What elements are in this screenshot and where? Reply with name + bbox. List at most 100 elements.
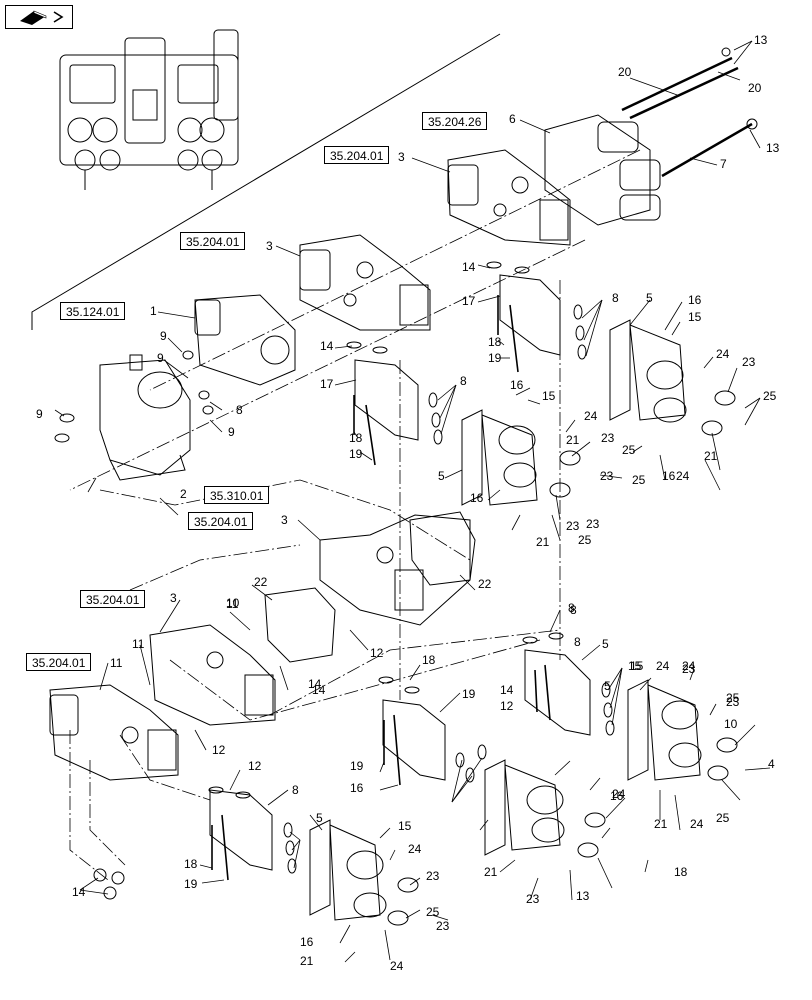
callout-18[interactable]: 18 xyxy=(184,857,198,871)
callout-14[interactable]: 14 xyxy=(72,885,86,899)
callout-24[interactable]: 24 xyxy=(612,787,626,801)
callout-15[interactable]: 15 xyxy=(628,659,642,673)
callout-15[interactable]: 15 xyxy=(542,389,556,403)
callout-6[interactable]: 6 xyxy=(509,112,516,126)
callout-18[interactable]: 18 xyxy=(349,431,363,445)
callout-1[interactable]: 1 xyxy=(150,304,157,318)
callout-13[interactable]: 13 xyxy=(576,889,590,903)
callout-8[interactable]: 8 xyxy=(568,601,575,615)
callout-13[interactable]: 13 xyxy=(766,141,780,155)
callout-3[interactable]: 3 xyxy=(398,150,405,164)
callout-21[interactable]: 21 xyxy=(704,449,718,463)
callout-9[interactable]: 9 xyxy=(36,407,43,421)
ref-35-204-01-e[interactable]: 35.204.01 xyxy=(26,653,92,671)
callout-23[interactable]: 23 xyxy=(601,431,615,445)
callout-21[interactable]: 21 xyxy=(536,535,550,549)
callout-2[interactable]: 2 xyxy=(180,487,187,501)
callout-15[interactable]: 15 xyxy=(688,310,702,324)
callout-24[interactable]: 24 xyxy=(408,842,422,856)
callout-5[interactable]: 5 xyxy=(602,637,609,651)
callout-25[interactable]: 25 xyxy=(632,473,646,487)
callout-19[interactable]: 19 xyxy=(462,687,476,701)
callout-16[interactable]: 16 xyxy=(610,789,624,803)
callout-20[interactable]: 20 xyxy=(748,81,762,95)
callout-24[interactable]: 24 xyxy=(584,409,598,423)
callout-19[interactable]: 19 xyxy=(350,759,364,773)
callout-16[interactable]: 16 xyxy=(350,781,364,795)
callout-21[interactable]: 21 xyxy=(300,954,314,968)
callout-17[interactable]: 17 xyxy=(462,294,476,308)
callout-11[interactable]: 11 xyxy=(132,637,145,651)
callout-25[interactable]: 25 xyxy=(426,905,440,919)
callout-23[interactable]: 23 xyxy=(526,892,540,906)
callout-25[interactable]: 25 xyxy=(726,691,740,705)
callout-12[interactable]: 12 xyxy=(370,646,384,660)
callout-24[interactable]: 24 xyxy=(656,659,670,673)
callout-10[interactable]: 10 xyxy=(226,596,240,610)
ref-35-310-01[interactable]: 35.310.01 xyxy=(204,486,270,504)
callout-14[interactable]: 14 xyxy=(462,260,476,274)
callout-21[interactable]: 21 xyxy=(654,817,668,831)
callout-16[interactable]: 16 xyxy=(688,293,702,307)
callout-23[interactable]: 23 xyxy=(586,517,600,531)
callout-14[interactable]: 14 xyxy=(500,683,514,697)
callout-23[interactable]: 23 xyxy=(682,662,696,676)
callout-9[interactable]: 9 xyxy=(160,329,167,343)
callout-16[interactable]: 16 xyxy=(510,378,524,392)
callout-23[interactable]: 23 xyxy=(436,919,450,933)
callout-11[interactable]: 11 xyxy=(110,656,123,670)
ref-35-204-26[interactable]: 35.204.26 xyxy=(422,112,488,130)
callout-5[interactable]: 5 xyxy=(438,469,445,483)
callout-23[interactable]: 23 xyxy=(600,469,614,483)
callout-20[interactable]: 20 xyxy=(618,65,632,79)
callout-7[interactable]: 7 xyxy=(720,157,727,171)
ref-35-124-01[interactable]: 35.124.01 xyxy=(60,302,126,320)
callout-21[interactable]: 21 xyxy=(566,433,580,447)
callout-16[interactable]: 16 xyxy=(470,491,484,505)
callout-23[interactable]: 23 xyxy=(566,519,580,533)
ref-35-204-01-a[interactable]: 35.204.01 xyxy=(324,146,390,164)
book-arrow-icon[interactable] xyxy=(5,5,73,29)
callout-14[interactable]: 14 xyxy=(308,677,322,691)
callout-5[interactable]: 5 xyxy=(646,291,653,305)
ref-35-204-01-d[interactable]: 35.204.01 xyxy=(80,590,146,608)
callout-18[interactable]: 18 xyxy=(488,335,502,349)
callout-25[interactable]: 25 xyxy=(716,811,730,825)
callout-21[interactable]: 21 xyxy=(484,865,498,879)
callout-8[interactable]: 8 xyxy=(236,403,243,417)
callout-10[interactable]: 10 xyxy=(724,717,738,731)
callout-14[interactable]: 14 xyxy=(312,683,326,697)
callout-24[interactable]: 24 xyxy=(676,469,690,483)
callout-23[interactable]: 23 xyxy=(742,355,756,369)
callout-8[interactable]: 8 xyxy=(570,603,577,617)
callout-3[interactable]: 3 xyxy=(266,239,273,253)
callout-5[interactable]: 5 xyxy=(316,811,323,825)
callout-25[interactable]: 25 xyxy=(763,389,777,403)
callout-25[interactable]: 25 xyxy=(578,533,592,547)
callout-8[interactable]: 8 xyxy=(574,635,581,649)
callout-24[interactable]: 24 xyxy=(716,347,730,361)
callout-4[interactable]: 4 xyxy=(768,757,775,771)
ref-35-204-01-c[interactable]: 35.204.01 xyxy=(188,512,254,530)
callout-9[interactable]: 9 xyxy=(228,425,235,439)
callout-22[interactable]: 22 xyxy=(478,577,492,591)
callout-18[interactable]: 18 xyxy=(422,653,436,667)
callout-18[interactable]: 18 xyxy=(674,865,688,879)
callout-15[interactable]: 15 xyxy=(398,819,412,833)
callout-8[interactable]: 8 xyxy=(612,291,619,305)
callout-16[interactable]: 16 xyxy=(662,469,676,483)
callout-11[interactable]: 11 xyxy=(226,597,239,611)
callout-8[interactable]: 8 xyxy=(292,783,299,797)
callout-8[interactable]: 8 xyxy=(460,374,467,388)
callout-16[interactable]: 16 xyxy=(300,935,314,949)
callout-3[interactable]: 3 xyxy=(281,513,288,527)
callout-13[interactable]: 13 xyxy=(754,33,768,47)
callout-24[interactable]: 24 xyxy=(690,817,704,831)
callout-15[interactable]: 15 xyxy=(630,659,644,673)
callout-17[interactable]: 17 xyxy=(320,377,334,391)
callout-12[interactable]: 12 xyxy=(248,759,262,773)
callout-22[interactable]: 22 xyxy=(254,575,268,589)
callout-24[interactable]: 24 xyxy=(390,959,404,973)
callout-12[interactable]: 12 xyxy=(212,743,226,757)
callout-24[interactable]: 24 xyxy=(682,659,696,673)
